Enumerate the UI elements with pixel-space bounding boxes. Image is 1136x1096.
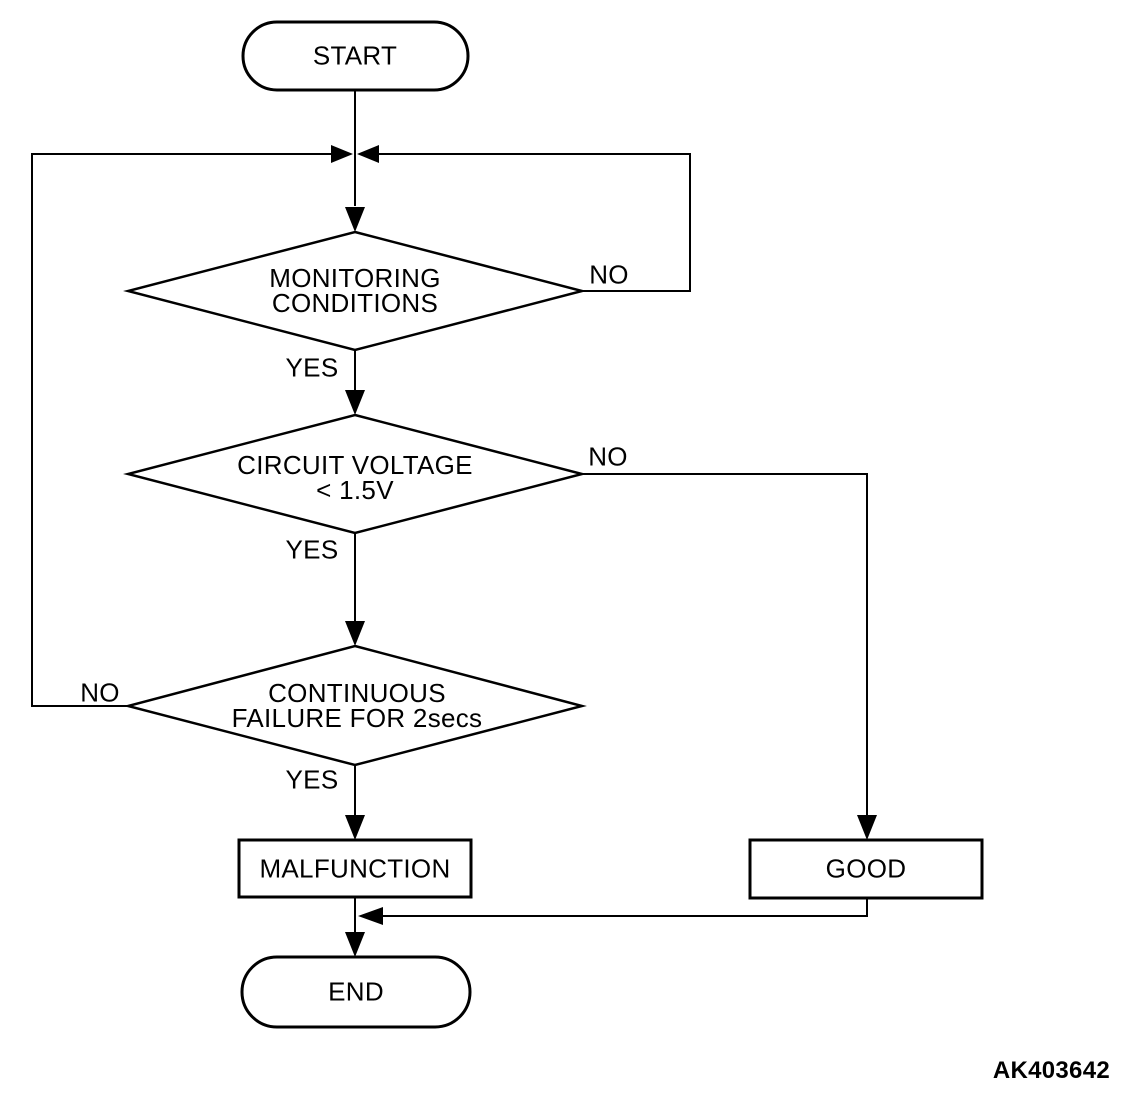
arrowhead-into-good — [857, 815, 877, 840]
arrowhead-into-malfunction — [345, 815, 365, 840]
malfunction-label: MALFUNCTION — [259, 853, 451, 884]
end-terminator-shape — [240, 955, 472, 1029]
start-label: START — [312, 40, 398, 71]
arrowhead-good-merge — [358, 907, 383, 925]
arrowhead-into-voltage — [345, 390, 365, 415]
circuit-voltage-line1: CIRCUIT VOLTAGE — [237, 450, 473, 480]
edge-good-to-merge — [383, 898, 868, 917]
arrowhead-into-failure — [345, 621, 365, 646]
end-label: END — [328, 976, 384, 1007]
good-label: GOOD — [825, 853, 907, 884]
arrowhead-into-end — [345, 932, 365, 957]
continuous-failure-label: CONTINUOUS FAILURE FOR 2secs — [231, 678, 483, 733]
failure-no-label: NO — [80, 677, 120, 708]
voltage-no-label: NO — [588, 441, 628, 472]
arrowhead-right-loop-junction — [357, 145, 379, 163]
continuous-failure-line1: CONTINUOUS — [268, 678, 446, 708]
continuous-failure-line2: FAILURE FOR 2secs — [231, 703, 483, 733]
monitoring-yes-label: YES — [285, 352, 339, 383]
arrowhead-left-loop-junction — [331, 145, 353, 163]
monitoring-conditions-line2: CONDITIONS — [271, 288, 439, 318]
circuit-voltage-label: CIRCUIT VOLTAGE < 1.5V — [237, 450, 473, 505]
monitoring-no-label: NO — [589, 259, 629, 290]
monitoring-conditions-label: MONITORING CONDITIONS — [269, 263, 441, 318]
arrowhead-into-monitoring — [345, 207, 365, 232]
circuit-voltage-line2: < 1.5V — [316, 475, 394, 505]
voltage-yes-label: YES — [285, 534, 339, 565]
edge-monitoring-no-loop — [379, 153, 691, 292]
figure-code: AK403642 — [992, 1057, 1110, 1084]
monitoring-conditions-line1: MONITORING — [269, 263, 441, 293]
edge-voltage-no-to-good — [582, 473, 868, 815]
failure-yes-label: YES — [285, 764, 339, 795]
edge-failure-no-loop — [31, 153, 331, 707]
